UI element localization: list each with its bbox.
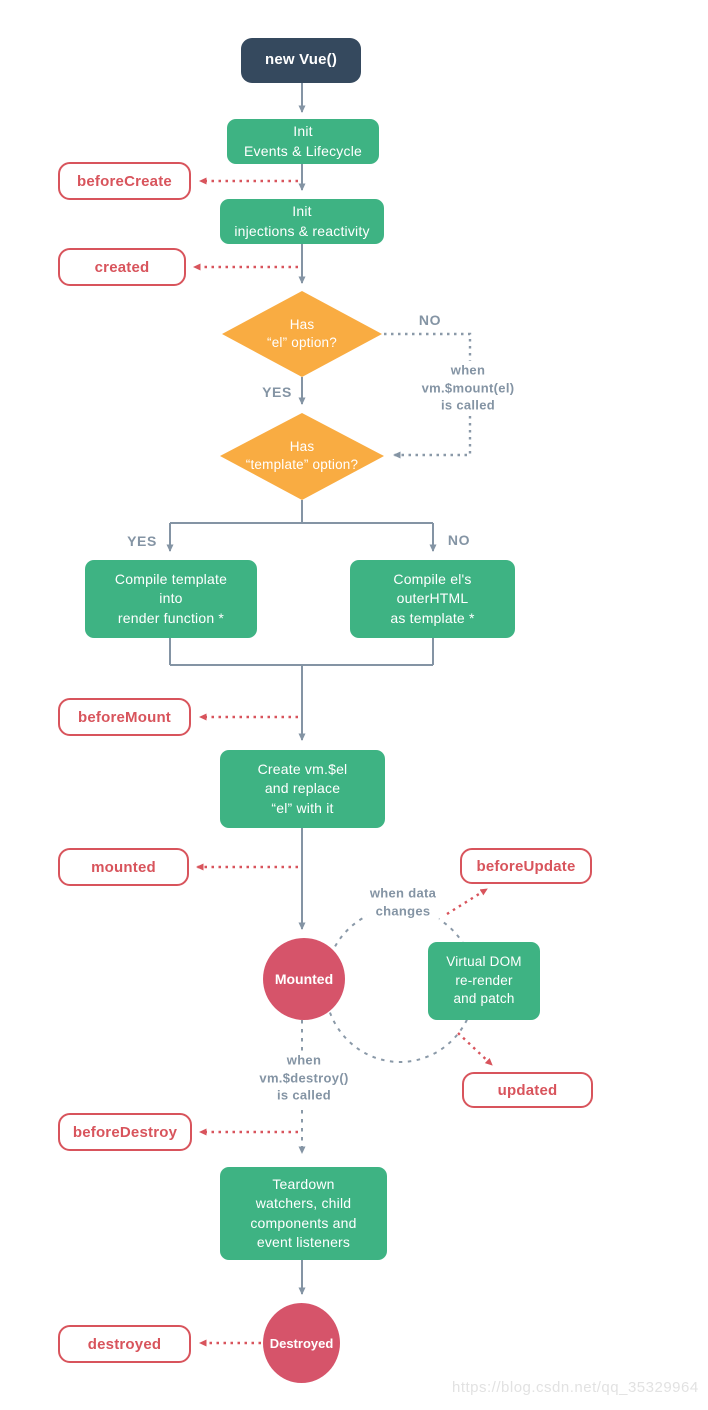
mounted-state-circle: Mounted <box>263 938 345 1020</box>
node-compile-template: Compile template into render function * <box>85 560 257 638</box>
node-compile-el-outerhtml: Compile el's outerHTML as template * <box>350 560 515 638</box>
watermark-url: https://blog.csdn.net/qq_35329964 <box>452 1379 699 1396</box>
label-when-data-changes: when data changes <box>366 883 440 921</box>
no-branch-dotted-path <box>384 332 472 459</box>
has-el-diamond <box>222 291 382 377</box>
node-virtual-dom-rerender: Virtual DOM re-render and patch <box>428 942 540 1020</box>
node-create-vm-el: Create vm.$el and replace “el” with it <box>220 750 385 828</box>
hook-badge-before-mount: beforeMount <box>58 698 191 736</box>
label-when-mount-called: when vm.$mount(el) is called <box>418 360 518 416</box>
label-no-el: NO <box>418 312 442 328</box>
node-init-events-lifecycle: Init Events & Lifecycle <box>227 119 379 164</box>
hook-badge-destroyed: destroyed <box>58 1325 191 1363</box>
has-template-diamond-label: Has “template” option? <box>245 439 359 472</box>
has-el-diamond-label: Has “el” option? <box>267 317 337 350</box>
label-yes-el: YES <box>262 384 292 400</box>
has-template-diamond <box>220 413 384 500</box>
hook-badge-before-update: beforeUpdate <box>460 848 592 884</box>
node-teardown: Teardown watchers, child components and … <box>220 1167 387 1260</box>
node-new-vue: new Vue() <box>241 38 361 83</box>
main-flow-arrows <box>166 83 437 1295</box>
hook-dotted-arrows <box>193 177 493 1347</box>
hook-badge-before-create: beforeCreate <box>58 162 191 200</box>
decision-diamonds <box>220 291 384 500</box>
hook-badge-mounted: mounted <box>58 848 189 886</box>
hook-badge-updated: updated <box>462 1072 593 1108</box>
label-no-template: NO <box>447 532 471 548</box>
destroyed-state-circle: Destroyed <box>263 1303 340 1383</box>
node-init-injections-reactivity: Init injections & reactivity <box>220 199 384 244</box>
label-when-destroy-called: when vm.$destroy() is called <box>256 1050 352 1106</box>
hook-badge-created: created <box>58 248 186 286</box>
label-yes-template: YES <box>127 533 157 549</box>
hook-badge-before-destroy: beforeDestroy <box>58 1113 192 1151</box>
